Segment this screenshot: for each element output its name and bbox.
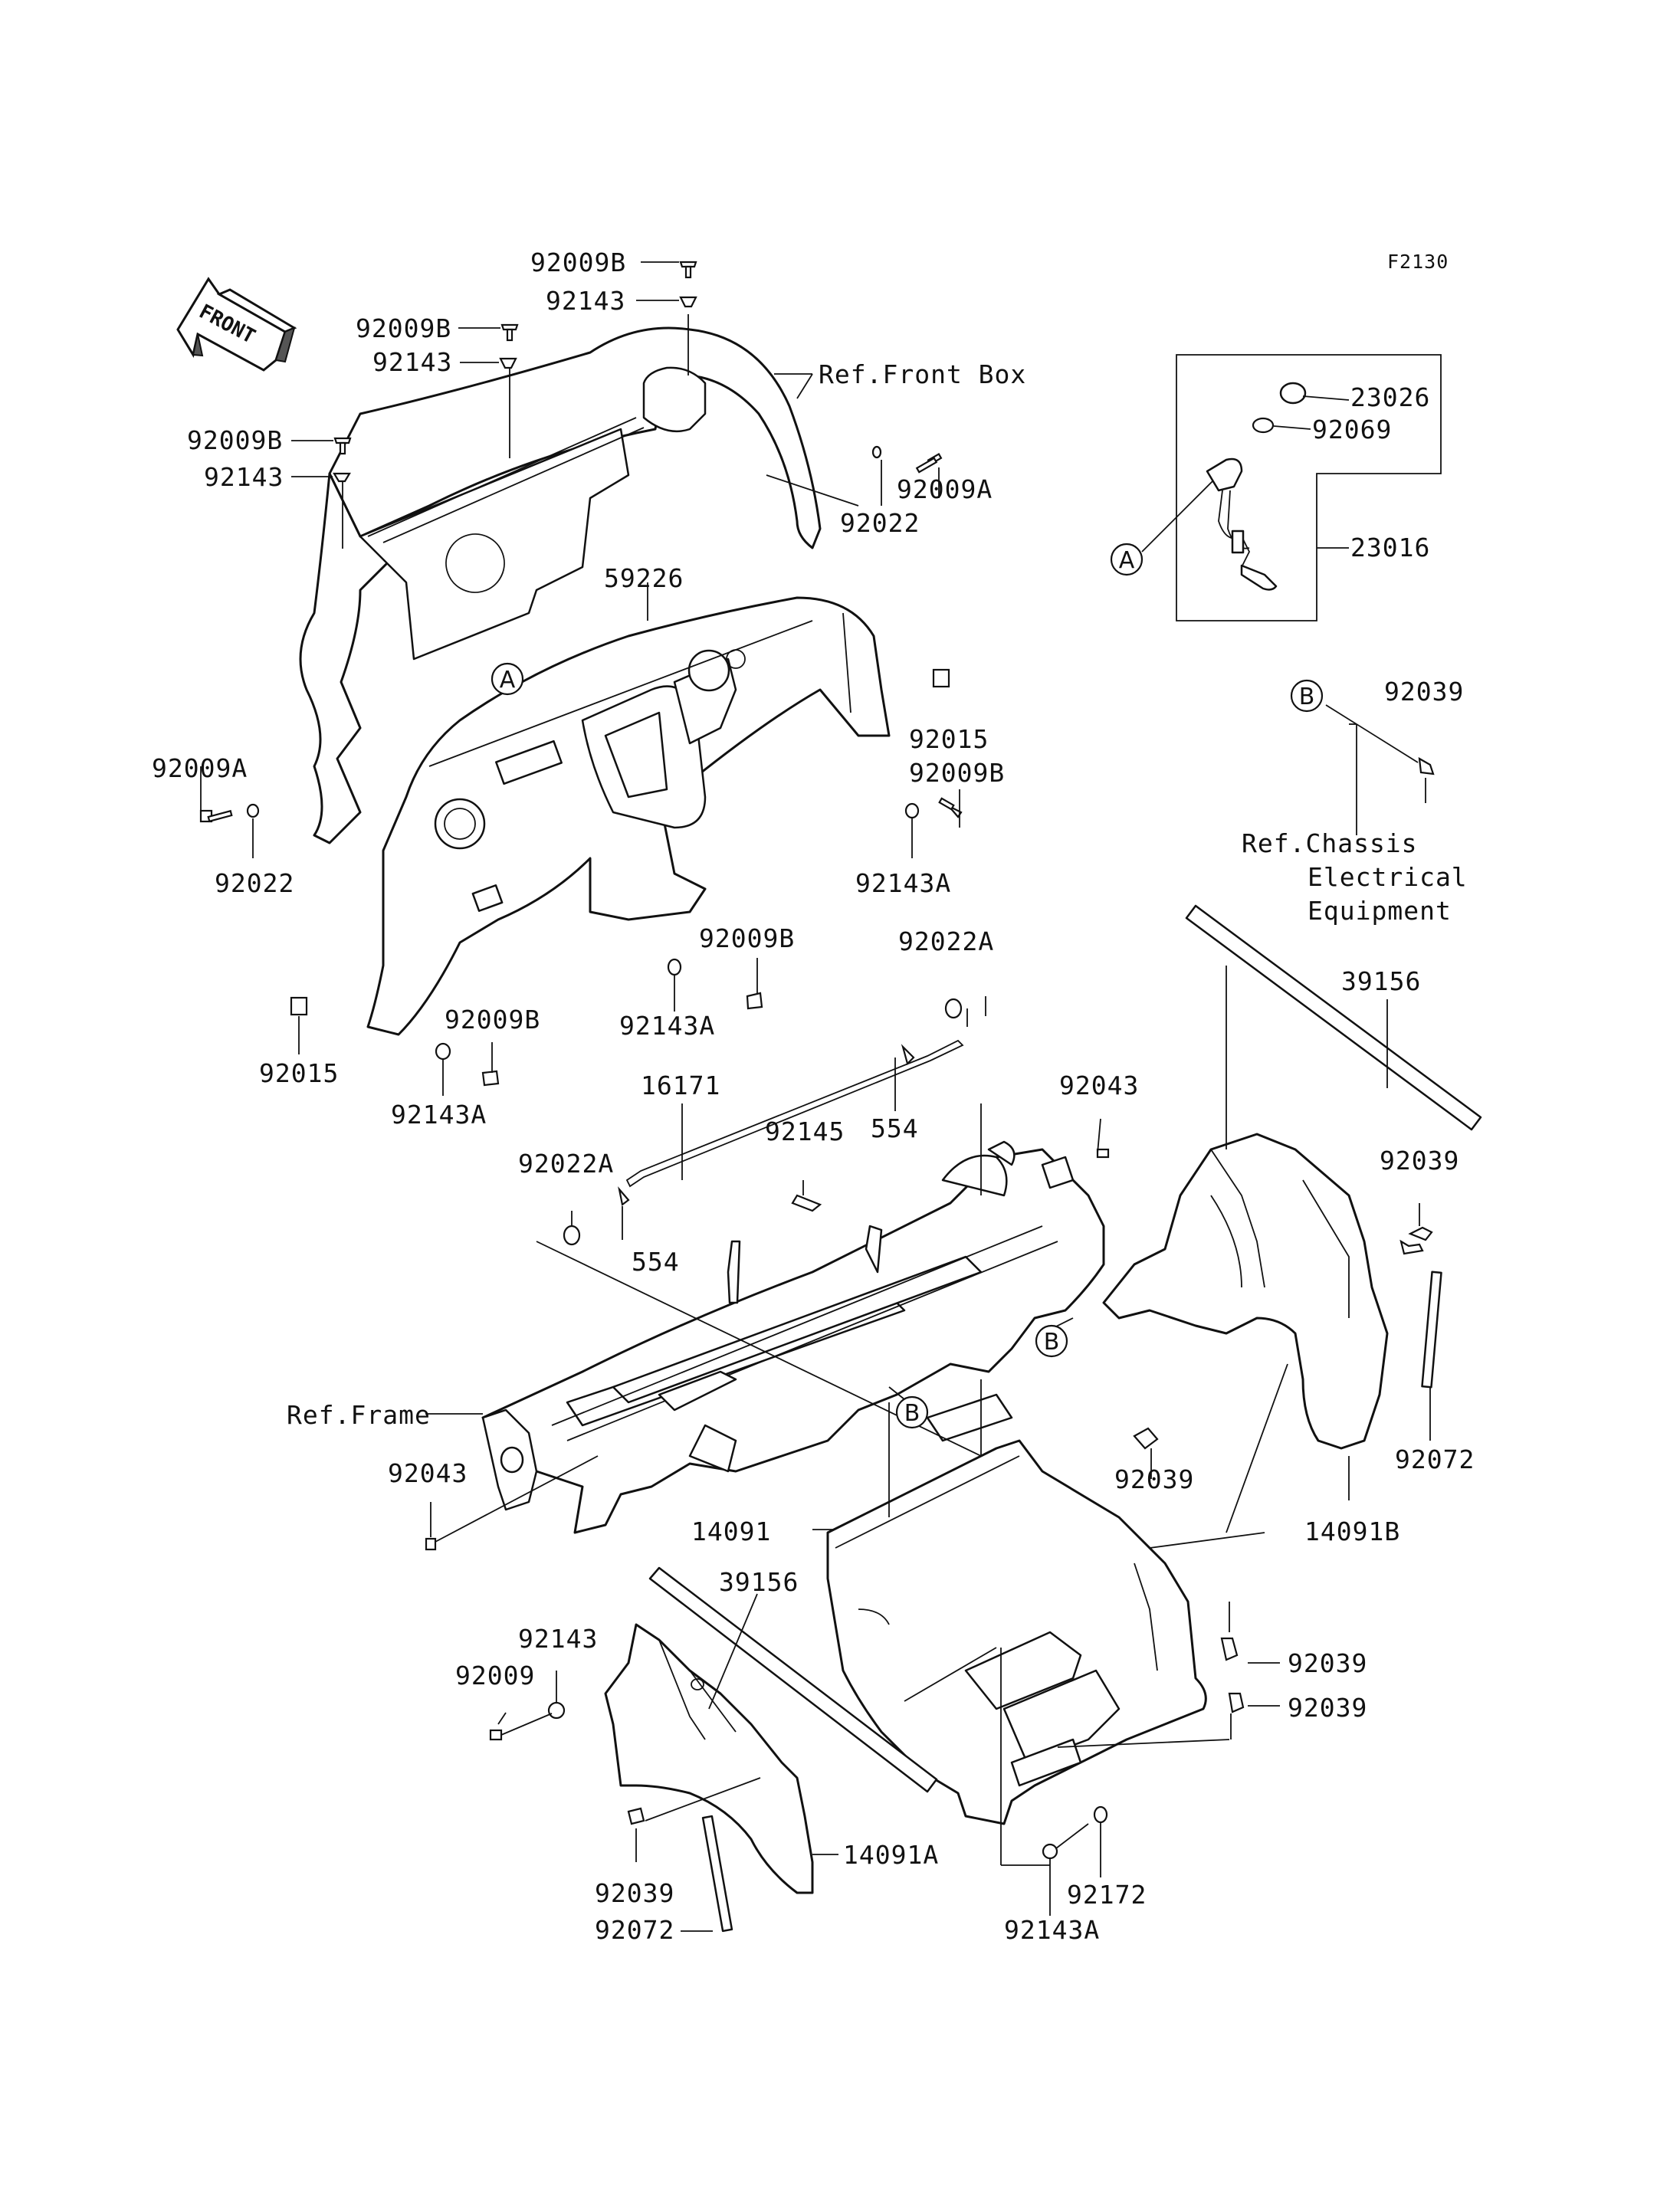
label-92015-left: 92015 [259,1058,339,1088]
socket-harness [1206,457,1278,591]
label-14091a: 14091A [843,1840,939,1870]
label-ref-frame: Ref.Frame [287,1400,431,1430]
fender-14091B [1102,1133,1389,1450]
label-ref-front-box: Ref.Front Box [819,359,1026,389]
label-92143-top: 92143 [546,286,625,316]
label-electrical: Electrical [1308,862,1468,892]
label-equipment: Equipment [1308,896,1452,926]
hardware-fasteners [199,261,1435,1860]
label-92143a-left: 92143A [391,1100,487,1130]
label-92022-left: 92022 [215,868,294,898]
label-92143-3: 92143 [204,462,284,492]
diagram-code: F2130 [1387,251,1449,273]
callout-a-dash: A [491,662,524,696]
label-92143-lower: 92143 [518,1624,598,1654]
clip-rod-92072-right [1421,1271,1442,1389]
svg-text:A: A [500,667,516,694]
label-92009b-3: 92009B [187,425,283,455]
label-39156-upper: 39156 [1341,966,1421,996]
label-92009b-2: 92009B [356,313,451,343]
label-92143a-right: 92143A [855,868,951,898]
label-92009b-mid: 92009B [699,923,795,953]
label-16171: 16171 [641,1071,720,1100]
label-92009b-top: 92009B [530,248,626,277]
callout-b-chassis: B [1290,679,1324,713]
label-92143-2: 92143 [372,347,452,377]
label-92043-right: 92043 [1059,1071,1139,1100]
label-ref-chassis: Ref.Chassis [1242,828,1418,858]
label-92009-lower: 92009 [455,1661,535,1690]
rod-16171 [625,1039,964,1188]
label-23016: 23016 [1350,533,1430,562]
label-92039-lower-2: 92039 [1288,1693,1367,1723]
label-92143a-lower: 92143A [1004,1915,1100,1945]
label-92072-right: 92072 [1395,1444,1475,1474]
part-labels: 92009B 92143 92009B 92143 Ref.Front Box … [152,248,1475,1945]
label-92072-left: 92072 [595,1915,674,1945]
label-554-left: 554 [632,1247,680,1277]
label-92043-left: 92043 [388,1458,468,1488]
trim-strip-39156-upper [1185,904,1482,1131]
label-92039-chassis: 92039 [1384,677,1464,707]
label-92069: 92069 [1312,415,1392,444]
label-39156-lower: 39156 [719,1567,799,1597]
label-92022a-left: 92022A [518,1149,614,1179]
inset-box [1176,354,1442,621]
svg-text:B: B [1299,684,1315,710]
fender-liner-14091 [826,1393,1207,1825]
label-14091b: 14091B [1304,1517,1400,1546]
label-92009a-left: 92009A [152,753,248,783]
label-92009a-right: 92009A [897,474,993,504]
label-92172: 92172 [1067,1880,1147,1910]
label-92009b-left-bottom: 92009B [445,1005,540,1035]
label-92039-mid: 92039 [1114,1464,1194,1494]
label-92022a-right: 92022A [898,926,994,956]
label-59226: 59226 [604,563,684,593]
label-92039-lower-1: 92039 [1288,1648,1367,1678]
label-92009b-right: 92009B [909,758,1005,788]
label-92039-right-upper: 92039 [1380,1146,1459,1176]
label-23026: 23026 [1350,382,1430,412]
label-92143a-mid: 92143A [619,1011,715,1041]
label-92145: 92145 [765,1117,845,1146]
svg-text:B: B [1044,1329,1060,1356]
callout-b-fender-left: B [895,1395,929,1429]
label-92022-right: 92022 [840,508,920,538]
svg-text:B: B [904,1400,920,1427]
dashboard-panel [366,596,891,1036]
label-92039-lower-left: 92039 [595,1878,674,1908]
label-92015-right: 92015 [909,724,989,754]
trim-strip-39156-lower [648,1566,938,1793]
leader-lines [200,261,1431,1932]
front-arrow-icon: FRONT [176,277,297,372]
frame [481,1140,1105,1534]
label-14091: 14091 [691,1517,771,1546]
dash-cover-upper [299,326,822,844]
clip-rod-92072-left [701,1815,733,1933]
callout-a-inset: A [1110,543,1144,576]
svg-text:A: A [1119,547,1135,574]
label-554-right: 554 [871,1113,919,1143]
callout-b-fender-right: B [1035,1324,1068,1358]
